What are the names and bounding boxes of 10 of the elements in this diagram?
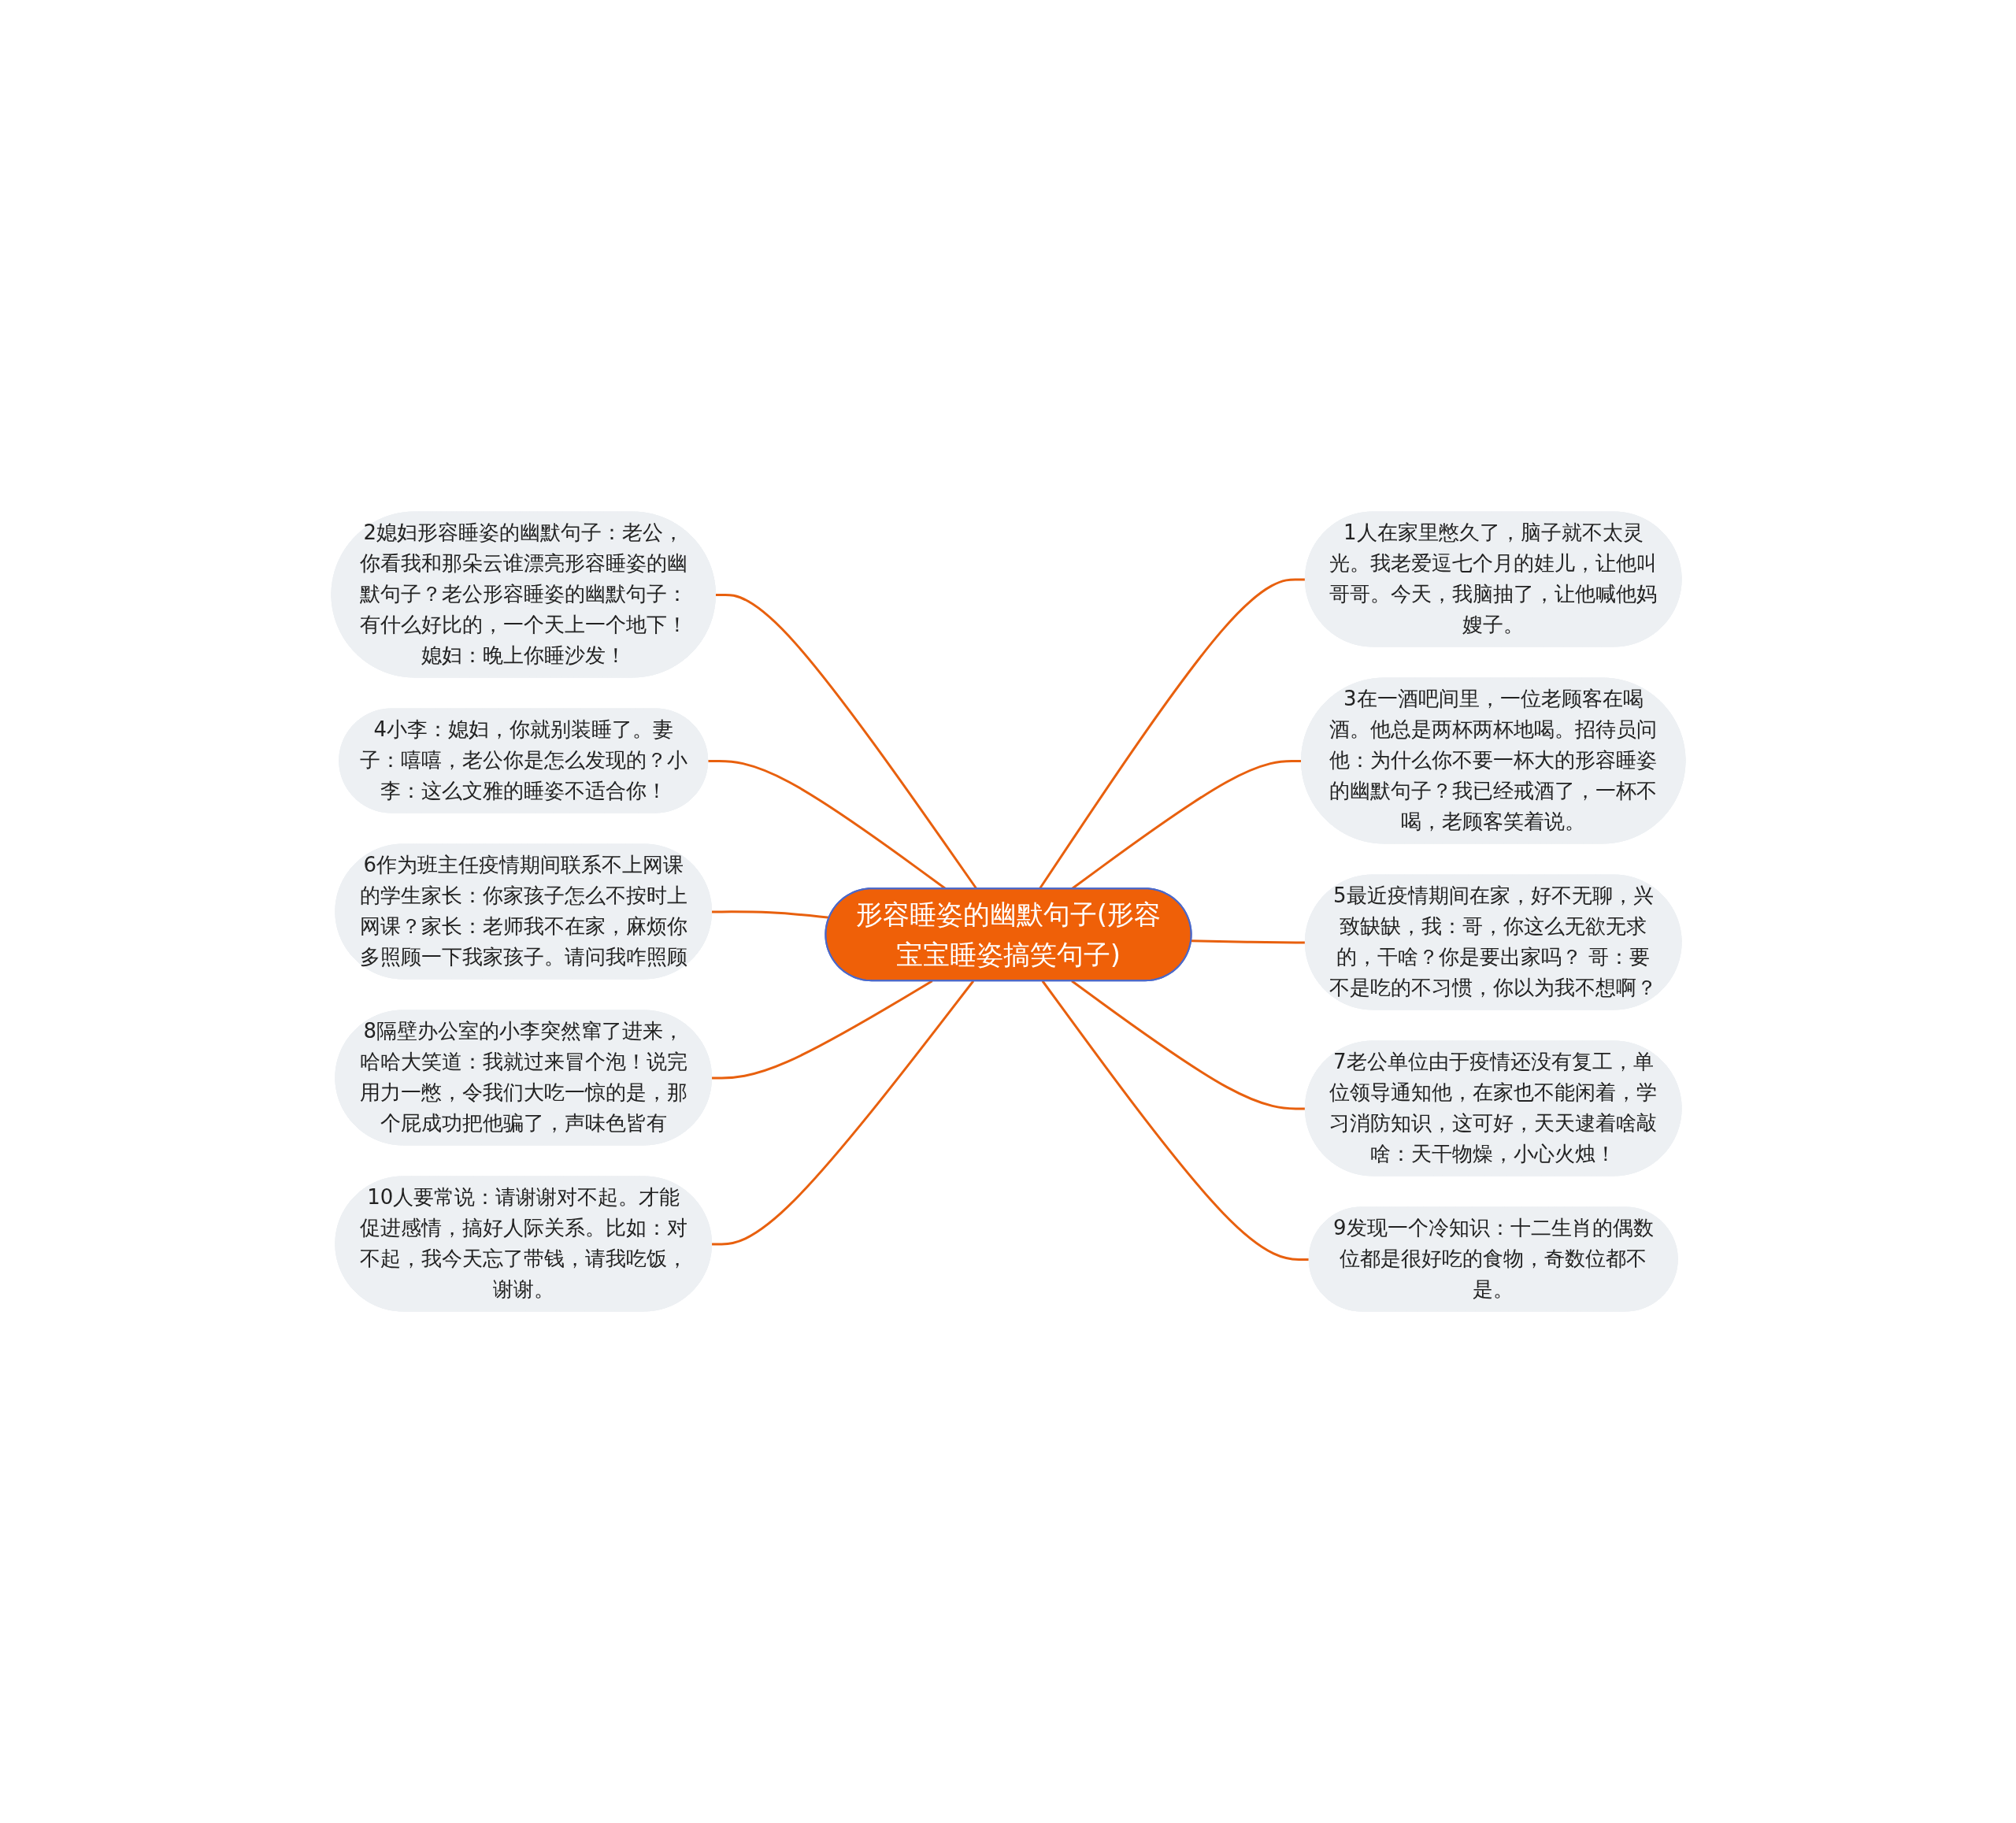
connector: [1191, 939, 1306, 944]
connector: [711, 980, 933, 1080]
connector: [715, 593, 977, 890]
connector: [1038, 578, 1306, 890]
connector: [1070, 980, 1306, 1110]
connector: [711, 910, 829, 919]
connector: [707, 759, 947, 890]
connector: [1041, 980, 1310, 1261]
connector: [1070, 759, 1302, 890]
connector: [711, 980, 974, 1246]
